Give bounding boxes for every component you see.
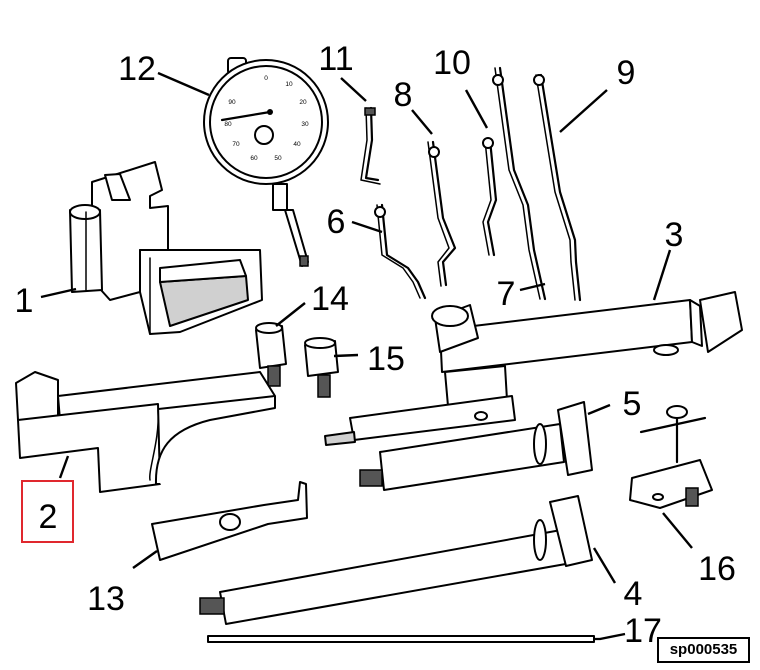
leader-lines bbox=[40, 71, 693, 641]
part-13-plate bbox=[151, 481, 308, 561]
callout-12: 12 bbox=[118, 50, 156, 88]
part-14-adapter bbox=[255, 322, 287, 387]
part-15-adapter bbox=[304, 337, 339, 398]
part-1-holder-block bbox=[69, 161, 263, 335]
part-10-rod bbox=[482, 137, 498, 257]
dial-scale-labels: 0 10 20 30 40 50 60 70 80 90 bbox=[224, 75, 309, 162]
callout-5: 5 bbox=[623, 385, 642, 423]
callout-16: 16 bbox=[698, 550, 736, 588]
highlight-box-callout-2 bbox=[21, 480, 74, 543]
callout-8: 8 bbox=[394, 76, 413, 114]
svg-text:90: 90 bbox=[228, 99, 236, 106]
callout-11: 11 bbox=[318, 40, 353, 78]
part-2-bracket bbox=[15, 371, 276, 493]
callout-7: 7 bbox=[497, 275, 516, 313]
callout-3: 3 bbox=[665, 216, 684, 254]
svg-text:10: 10 bbox=[285, 81, 293, 88]
part-8-rod bbox=[427, 140, 457, 287]
svg-text:0: 0 bbox=[264, 75, 268, 82]
svg-text:30: 30 bbox=[301, 121, 309, 128]
part-16-clamp bbox=[629, 405, 713, 509]
part-12-dial-indicator: 0 10 20 30 40 50 60 70 80 90 bbox=[203, 57, 329, 267]
rod-set bbox=[360, 66, 582, 302]
callout-10: 10 bbox=[433, 44, 471, 82]
callout-6: 6 bbox=[327, 203, 346, 241]
part-3-bar-assembly bbox=[324, 291, 743, 446]
svg-text:60: 60 bbox=[250, 155, 258, 162]
callout-1: 1 bbox=[15, 282, 34, 320]
svg-text:70: 70 bbox=[232, 141, 240, 148]
part-11-rod bbox=[360, 106, 381, 185]
callout-4: 4 bbox=[624, 575, 643, 613]
part-7-rod bbox=[492, 66, 547, 301]
figure-id-label: sp000535 bbox=[657, 637, 750, 663]
svg-text:80: 80 bbox=[224, 121, 232, 128]
part-17-pin bbox=[207, 635, 602, 643]
callout-14: 14 bbox=[311, 280, 349, 318]
callout-9: 9 bbox=[617, 54, 636, 92]
part-9-rod bbox=[533, 73, 582, 302]
part-6-rod bbox=[374, 203, 427, 300]
callout-labels: 1 2 3 4 5 6 7 8 9 10 11 12 13 14 15 16 1… bbox=[15, 40, 736, 650]
svg-text:40: 40 bbox=[293, 141, 301, 148]
callout-17: 17 bbox=[624, 612, 662, 650]
callout-2: 2 bbox=[39, 498, 58, 536]
svg-text:20: 20 bbox=[299, 99, 307, 106]
part-4-long-spindle bbox=[199, 495, 593, 625]
callout-13: 13 bbox=[87, 580, 125, 618]
callout-15: 15 bbox=[367, 340, 405, 378]
part-5-spindle bbox=[359, 401, 593, 491]
svg-text:50: 50 bbox=[274, 155, 282, 162]
